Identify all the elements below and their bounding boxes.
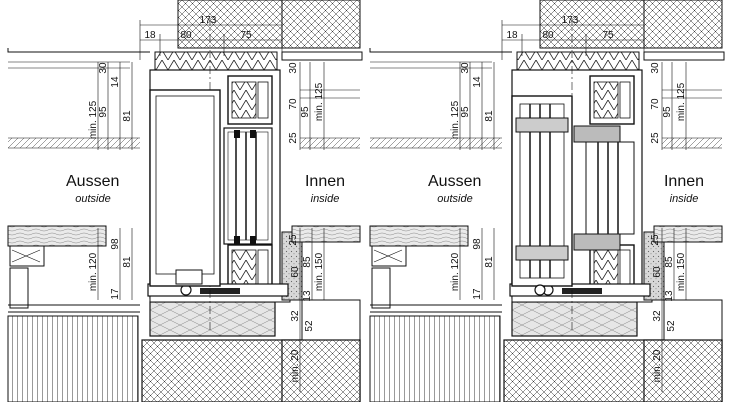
dim-81-top: 81 <box>484 110 495 122</box>
dim-30-right: 30 <box>288 62 299 74</box>
dim-top-80: 80 <box>180 30 192 41</box>
dim-17: 17 <box>472 288 483 300</box>
dim-top-18: 18 <box>144 30 156 41</box>
dim-top-18: 18 <box>506 30 518 41</box>
inside-label-de: Innen <box>305 173 345 190</box>
dim-95-left: 95 <box>98 106 109 118</box>
dim-25-bottom: 25 <box>288 234 299 246</box>
dim-95-left: 95 <box>460 106 471 118</box>
dim-95-right: 95 <box>662 106 673 118</box>
dim-min125-right: min. 125 <box>676 82 687 121</box>
outside-label-en: outside <box>437 193 472 205</box>
outside-label-en: outside <box>75 193 110 205</box>
panel-right: Aussen outside Innen inside 173 18 80 75… <box>366 0 725 402</box>
dim-30-left: 30 <box>98 62 109 74</box>
dim-25-top: 25 <box>288 132 299 144</box>
dim-14: 14 <box>472 76 483 88</box>
dim-32: 32 <box>290 310 301 322</box>
dim-85: 85 <box>664 256 675 268</box>
dim-25-top: 25 <box>650 132 661 144</box>
dim-min120: min. 120 <box>450 252 461 291</box>
dim-top-75: 75 <box>602 30 614 41</box>
dim-52: 52 <box>304 320 315 332</box>
dim-98: 98 <box>472 238 483 250</box>
dim-60: 60 <box>652 266 663 278</box>
panel-left: Aussen outside Innen inside 173 18 80 75… <box>4 0 363 402</box>
dim-min125-right: min. 125 <box>314 82 325 121</box>
dim-min150: min. 150 <box>314 252 325 291</box>
dim-top-173: 173 <box>200 15 217 26</box>
dim-98: 98 <box>110 238 121 250</box>
dim-17: 17 <box>110 288 121 300</box>
dim-32: 32 <box>652 310 663 322</box>
dim-52: 52 <box>666 320 677 332</box>
outside-label-de: Aussen <box>66 173 119 190</box>
dim-13: 13 <box>664 290 675 302</box>
dim-min20: min. 20 <box>290 349 301 382</box>
dim-25-bottom: 25 <box>650 234 661 246</box>
dim-13: 13 <box>302 290 313 302</box>
dim-30-right: 30 <box>650 62 661 74</box>
dim-top-80: 80 <box>542 30 554 41</box>
dim-top-75: 75 <box>240 30 252 41</box>
dim-70: 70 <box>650 98 661 110</box>
inside-label-de: Innen <box>664 173 704 190</box>
dim-81-bottom: 81 <box>484 256 495 268</box>
dim-85: 85 <box>302 256 313 268</box>
dim-60: 60 <box>290 266 301 278</box>
dim-95-right: 95 <box>300 106 311 118</box>
dim-min150: min. 150 <box>676 252 687 291</box>
dim-min125-left: min. 125 <box>88 100 99 139</box>
inside-label-en: inside <box>311 193 340 205</box>
inside-label-en: inside <box>670 193 699 205</box>
outside-label-de: Aussen <box>428 173 481 190</box>
dim-min20: min. 20 <box>652 349 663 382</box>
dim-70: 70 <box>288 98 299 110</box>
dim-min120: min. 120 <box>88 252 99 291</box>
dim-81-top: 81 <box>122 110 133 122</box>
dim-14: 14 <box>110 76 121 88</box>
dim-top-173: 173 <box>562 15 579 26</box>
dim-81-bottom: 81 <box>122 256 133 268</box>
dim-min125-left: min. 125 <box>450 100 461 139</box>
dim-30-left: 30 <box>460 62 471 74</box>
